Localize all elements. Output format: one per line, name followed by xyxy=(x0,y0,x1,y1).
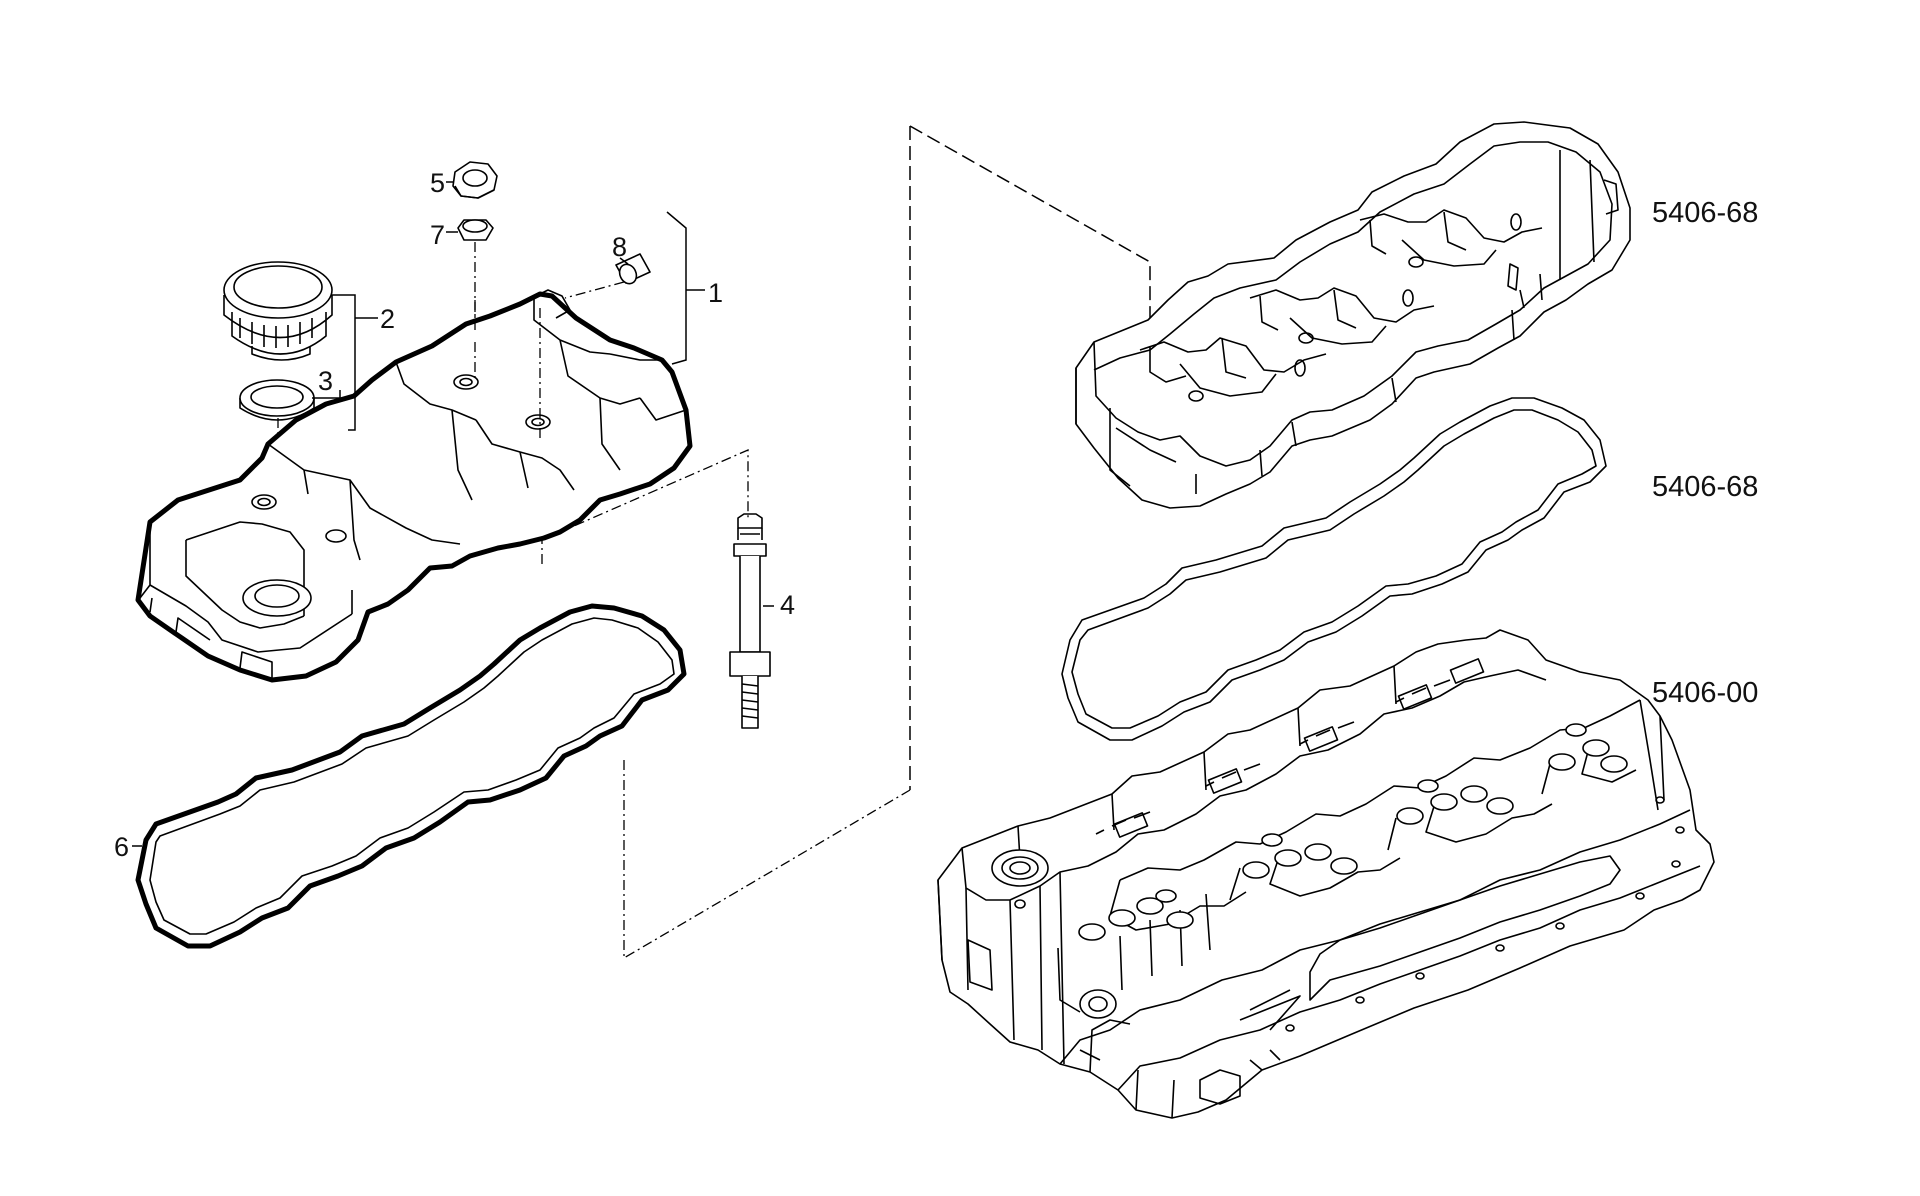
part-8-breather-plug xyxy=(564,253,651,299)
callout-8: 8 xyxy=(612,232,627,262)
callout-4: 4 xyxy=(780,590,795,620)
callout-leaders xyxy=(132,181,774,847)
callout-5: 5 xyxy=(430,168,445,198)
callout-7: 7 xyxy=(430,220,445,250)
ref-label-gasket: 5406-68 xyxy=(1652,471,1758,503)
part-7-grommet xyxy=(457,219,494,342)
callout-6: 6 xyxy=(114,832,129,862)
ref-gasket-outline xyxy=(1061,397,1607,741)
part-4-stud xyxy=(729,513,771,729)
callout-1: 1 xyxy=(708,278,723,308)
callout-2: 2 xyxy=(380,304,395,334)
part-1-valve-cover xyxy=(135,289,693,683)
ref-valve-cover-outline xyxy=(1075,121,1631,509)
part-3-seal xyxy=(239,379,315,575)
part-5-nut xyxy=(452,161,498,199)
ref-cylinder-head xyxy=(937,629,1715,1119)
part-6-gasket xyxy=(135,603,687,949)
ref-label-cover: 5406-68 xyxy=(1652,197,1758,229)
ref-label-head: 5406-00 xyxy=(1652,677,1758,709)
callout-3: 3 xyxy=(318,366,333,396)
part-2-filler-cap xyxy=(223,261,333,361)
